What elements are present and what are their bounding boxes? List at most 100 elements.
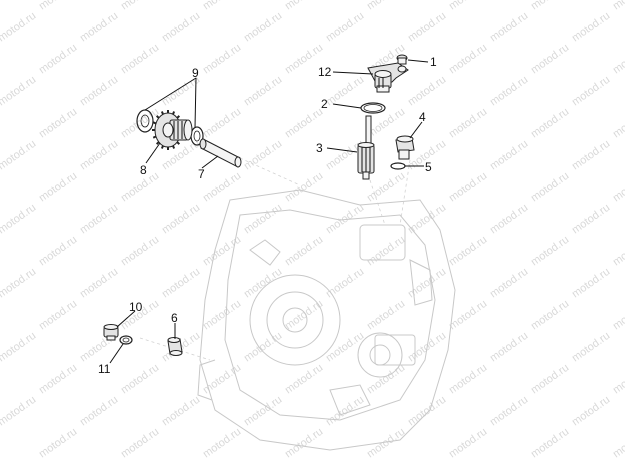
watermark-text: motod.ru [160, 394, 202, 429]
watermark-text: motod.ru [37, 0, 79, 12]
callout-labels: 1 2 3 4 5 6 7 8 9 10 11 12 [98, 55, 437, 376]
pin-part-7 [199, 138, 242, 168]
watermark-text: motod.ru [406, 74, 448, 109]
callout-7: 7 [198, 167, 205, 181]
callout-11: 11 [98, 362, 111, 376]
watermark-text: motod.ru [324, 394, 366, 429]
watermark-text: motod.ru [242, 138, 284, 173]
watermark-text: motod.ru [406, 394, 448, 429]
watermark-text: motod.ru [283, 362, 325, 397]
watermark-text: motod.ru [201, 426, 243, 461]
watermark-text: motod.ru [37, 106, 79, 141]
watermark-text: motod.ru [570, 202, 612, 237]
watermark-text: motod.ru [488, 394, 530, 429]
watermark-text: motod.ru [570, 74, 612, 109]
watermark-text: motod.ru [0, 330, 38, 365]
watermark-text: motod.ru [529, 170, 571, 205]
watermark-text: motod.ru [283, 426, 325, 461]
watermark-text: motod.ru [119, 362, 161, 397]
watermark-text: motod.ru [160, 266, 202, 301]
callout-6: 6 [171, 311, 178, 325]
watermark-text: motod.ru [611, 42, 625, 77]
watermark-text: motod.ru [283, 234, 325, 269]
watermark-text: motod.ru [0, 74, 38, 109]
watermark-text: motod.ru [242, 202, 284, 237]
watermark-text: motod.ru [37, 170, 79, 205]
callout-8: 8 [140, 163, 147, 177]
watermark-text: motod.ru [611, 170, 625, 205]
watermark-text: motod.ru [324, 266, 366, 301]
watermark-text: motod.ru [365, 298, 407, 333]
watermark-text: motod.ru [242, 330, 284, 365]
gear-tooth [160, 111, 164, 115]
watermark-text: motod.ru [201, 234, 243, 269]
watermark-text: motod.ru [447, 426, 489, 461]
watermark-text: motod.ru [37, 426, 79, 461]
watermark-text: motod.ru [201, 0, 243, 12]
watermark-text: motod.ru [488, 202, 530, 237]
watermark-text: motod.ru [447, 0, 489, 12]
watermark-text: motod.ru [447, 362, 489, 397]
watermark-text: motod.ru [283, 0, 325, 12]
watermark-text: motod.ru [119, 234, 161, 269]
watermark-text: motod.ru [37, 42, 79, 77]
watermark-text: motod.ru [529, 298, 571, 333]
watermark-text: motod.ru [488, 138, 530, 173]
watermark-text: motod.ru [119, 0, 161, 12]
watermark-text: motod.ru [37, 234, 79, 269]
watermark-text: motod.ru [488, 266, 530, 301]
watermark-text: motod.ru [529, 426, 571, 461]
watermark-text: motod.ru [242, 266, 284, 301]
watermark-text: motod.ru [201, 106, 243, 141]
ring-part-11 [119, 335, 133, 345]
watermark-text: motod.ru [365, 426, 407, 461]
watermark-text: motod.ru [447, 106, 489, 141]
gear-shaft-part-3 [357, 115, 375, 180]
watermark-text: motod.ru [611, 362, 625, 397]
watermark-text: motod.ru [529, 234, 571, 269]
watermark-text: motod.ru [365, 170, 407, 205]
watermark-text: motod.ru [447, 42, 489, 77]
watermark-text: motod.ru [160, 202, 202, 237]
watermark-text: motod.ru [78, 10, 120, 45]
watermark-text: motod.ru [365, 234, 407, 269]
watermark-text: motod.ru [37, 298, 79, 333]
callout-4: 4 [419, 110, 426, 124]
watermark-text: motod.ru [406, 202, 448, 237]
watermark-text: motod.ru [119, 426, 161, 461]
callout-3: 3 [316, 141, 323, 155]
engine-housing-outline [139, 157, 456, 451]
watermark-text: motod.ru [611, 0, 625, 12]
watermark-text: motod.ru [570, 138, 612, 173]
watermark-text: motod.ru [488, 74, 530, 109]
gear-tooth [172, 145, 176, 149]
watermark-text: motod.ru [0, 202, 38, 237]
watermark-text: motod.ru [283, 106, 325, 141]
watermark-text: motod.ru [78, 138, 120, 173]
callout-1: 1 [430, 55, 437, 69]
watermark-text: motod.ru [160, 10, 202, 45]
watermark-text: motod.ru [78, 394, 120, 429]
watermark-text: motod.ru [529, 42, 571, 77]
watermark-text: motod.ru [570, 10, 612, 45]
watermark-text: motod.ru [201, 298, 243, 333]
watermark-text: motod.ru [488, 330, 530, 365]
watermark-text: motod.ru [529, 0, 571, 12]
sensor-housing-part-12 [367, 62, 409, 93]
leader-lines [109, 59, 429, 364]
watermark-text: motod.ru [201, 42, 243, 77]
callout-2: 2 [321, 97, 328, 111]
watermark-text: motod.ru [78, 266, 120, 301]
watermark-text: motod.ru [283, 170, 325, 205]
callout-9: 9 [192, 66, 199, 80]
watermark-text: motod.ru [529, 106, 571, 141]
watermark-text: motod.ru [242, 10, 284, 45]
callout-5: 5 [425, 160, 432, 174]
gear-tooth [172, 111, 176, 115]
watermark-text: motod.ru [570, 266, 612, 301]
gear-tooth [160, 145, 164, 149]
watermark-text: motod.ru [0, 138, 38, 173]
watermark-text: motod.ru [0, 266, 38, 301]
